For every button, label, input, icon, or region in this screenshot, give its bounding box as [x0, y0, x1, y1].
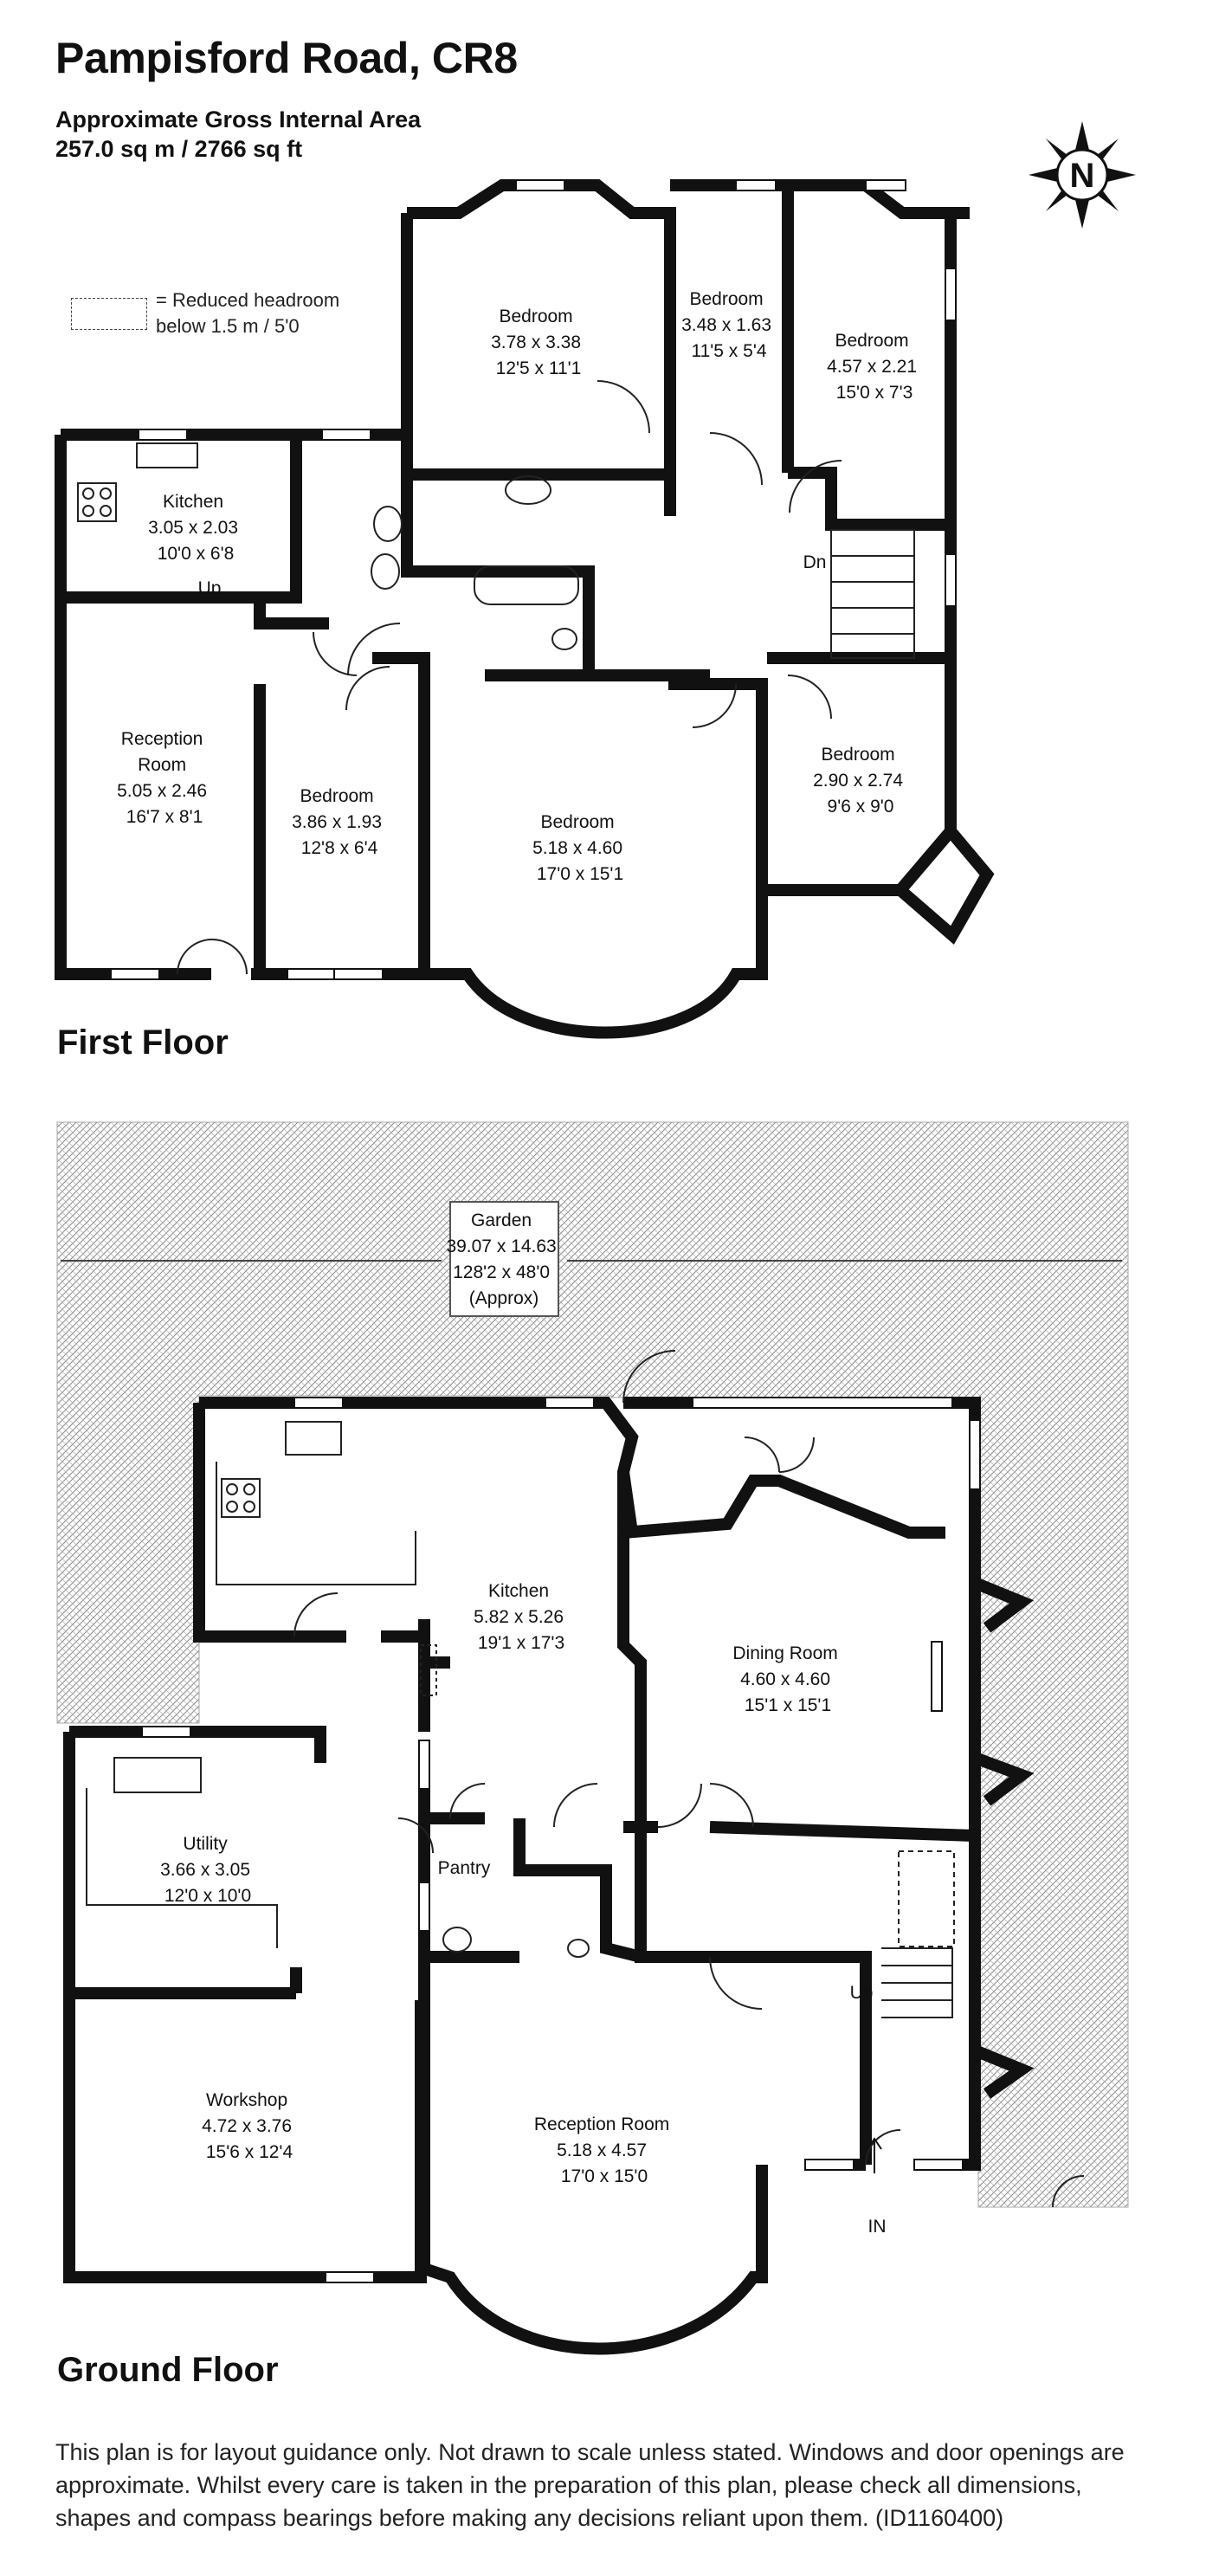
garden-area [56, 1121, 1129, 2208]
area-value: 257.0 sq m / 2766 sq ft [55, 136, 303, 162]
ff-bedroom-e-label: Bedroom 2.90 x 2.74 9'6 x 9'0 [813, 745, 908, 817]
ff-stairs-up-label: Up [198, 578, 222, 598]
ground-floor-heading: Ground Floor [57, 2351, 279, 2389]
reduced-headroom-text: = Reduced headroom below 1.5 m / 5'0 [156, 289, 340, 337]
ground-floor-room-labels: Garden 39.07 x 14.63 128'2 x 48'0 (Appro… [160, 1211, 886, 2237]
first-floor-walls [55, 179, 995, 1039]
ground-floor-walls [63, 1397, 1035, 2355]
area-label: Approximate Gross Internal Area [55, 107, 422, 132]
entrance-arrow-icon [867, 2137, 882, 2173]
ground-floor-plan [56, 1121, 1129, 2355]
ground-floor-windows [141, 1397, 981, 2283]
compass-icon: N [1029, 121, 1136, 229]
first-floor-fixtures [77, 380, 915, 975]
svg-text:N: N [1070, 157, 1095, 195]
reduced-headroom-legend: = Reduced headroom below 1.5 m / 5'0 [71, 287, 391, 348]
reduced-headroom-swatch [71, 298, 147, 330]
disclaimer-text: This plan is for layout guidance only. N… [55, 2439, 1125, 2531]
ff-kitchen-label: Kitchen 3.05 x 2.03 10'0 x 6'8 [148, 492, 243, 564]
ff-reception-room-label: Reception Room 5.05 x 2.46 16'7 x 8'1 [117, 729, 212, 827]
gf-utility-label: Utility 3.66 x 3.05 12'0 x 10'0 [160, 1834, 255, 1906]
ff-stairs-down-label: Dn [803, 552, 827, 572]
gf-stairs-up-label: Up [850, 1983, 874, 2003]
gf-kitchen-label: Kitchen 5.82 x 5.26 19'1 x 17'3 [474, 1581, 569, 1653]
gf-workshop-label: Workshop 4.72 x 3.76 15'6 x 12'4 [202, 2090, 297, 2162]
first-floor-plan [55, 179, 995, 1039]
ff-bedroom-main-label: Bedroom 5.18 x 4.60 17'0 x 15'1 [532, 812, 628, 884]
ff-bedroom-d-label: Bedroom 3.86 x 1.93 12'8 x 6'4 [292, 786, 387, 858]
ff-bedroom-b-label: Bedroom 3.48 x 1.63 11'5 x 5'4 [681, 289, 777, 361]
ff-bedroom-c-label: Bedroom 4.57 x 2.21 15'0 x 7'3 [827, 331, 922, 403]
garden-label-box [449, 1201, 559, 1317]
ff-bedroom-a-label: Bedroom 3.78 x 3.38 12'5 x 11'1 [491, 307, 586, 378]
gf-dining-room-label: Dining Room 4.60 x 4.60 15'1 x 15'1 [732, 1643, 842, 1715]
gf-entrance-label: IN [868, 2217, 887, 2237]
first-floor-heading: First Floor [57, 1023, 229, 1062]
page-title: Pampisford Road, CR8 [55, 34, 518, 82]
gf-garden-label: Garden 39.07 x 14.63 128'2 x 48'0 (Appro… [446, 1211, 561, 1308]
gf-reception-room-label: Reception Room 5.18 x 4.57 17'0 x 15'0 [534, 2114, 674, 2186]
gf-pantry-label: Pantry [438, 1858, 491, 1878]
gross-internal-area: Approximate Gross Internal Area 257.0 sq… [55, 105, 421, 164]
first-floor-room-labels: Bedroom 3.78 x 3.38 12'5 x 11'1 Bedroom … [117, 289, 922, 884]
first-floor-windows [110, 179, 957, 980]
ground-floor-fixtures [86, 1350, 1085, 2208]
